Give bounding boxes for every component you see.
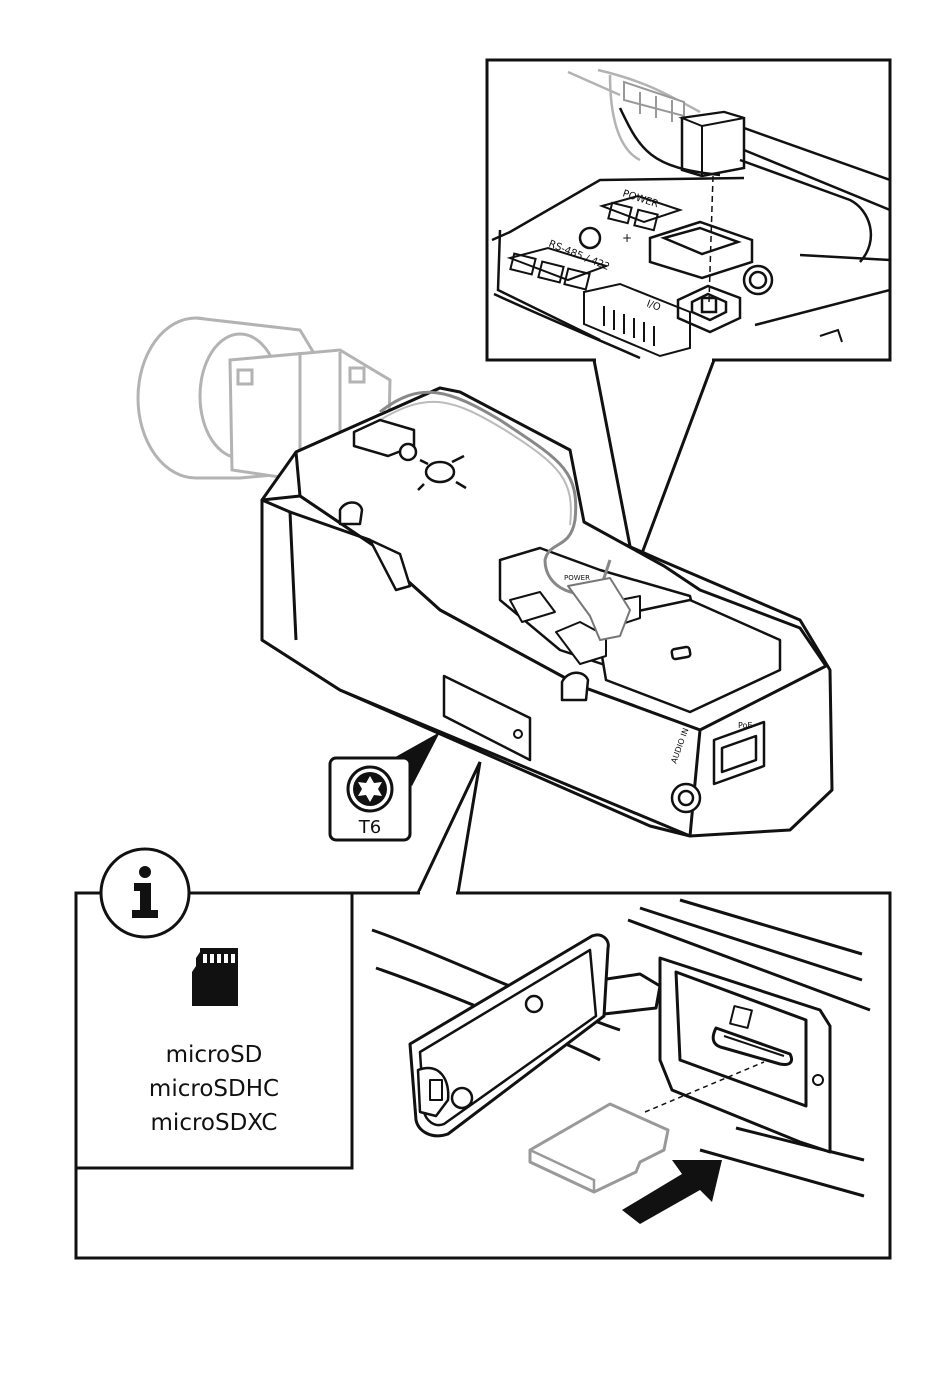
card-type-2: microSDHC xyxy=(149,1076,279,1102)
torx-tool-badge: T6 xyxy=(330,732,440,840)
card-info-box: microSD microSDHC microSDXC xyxy=(76,849,352,1168)
card-type-3: microSDXC xyxy=(151,1110,278,1136)
microsd-install-panel: microSD microSDHC microSDXC xyxy=(76,762,890,1258)
tool-size: T6 xyxy=(358,817,381,838)
torx-screwdriver-icon xyxy=(348,767,392,811)
svg-text:+: + xyxy=(622,231,632,245)
card-type-1: microSD xyxy=(166,1042,263,1068)
poe-label: PoE xyxy=(738,721,753,730)
camera-power-label: POWER xyxy=(564,574,590,582)
microsd-card-icon xyxy=(192,948,238,1006)
